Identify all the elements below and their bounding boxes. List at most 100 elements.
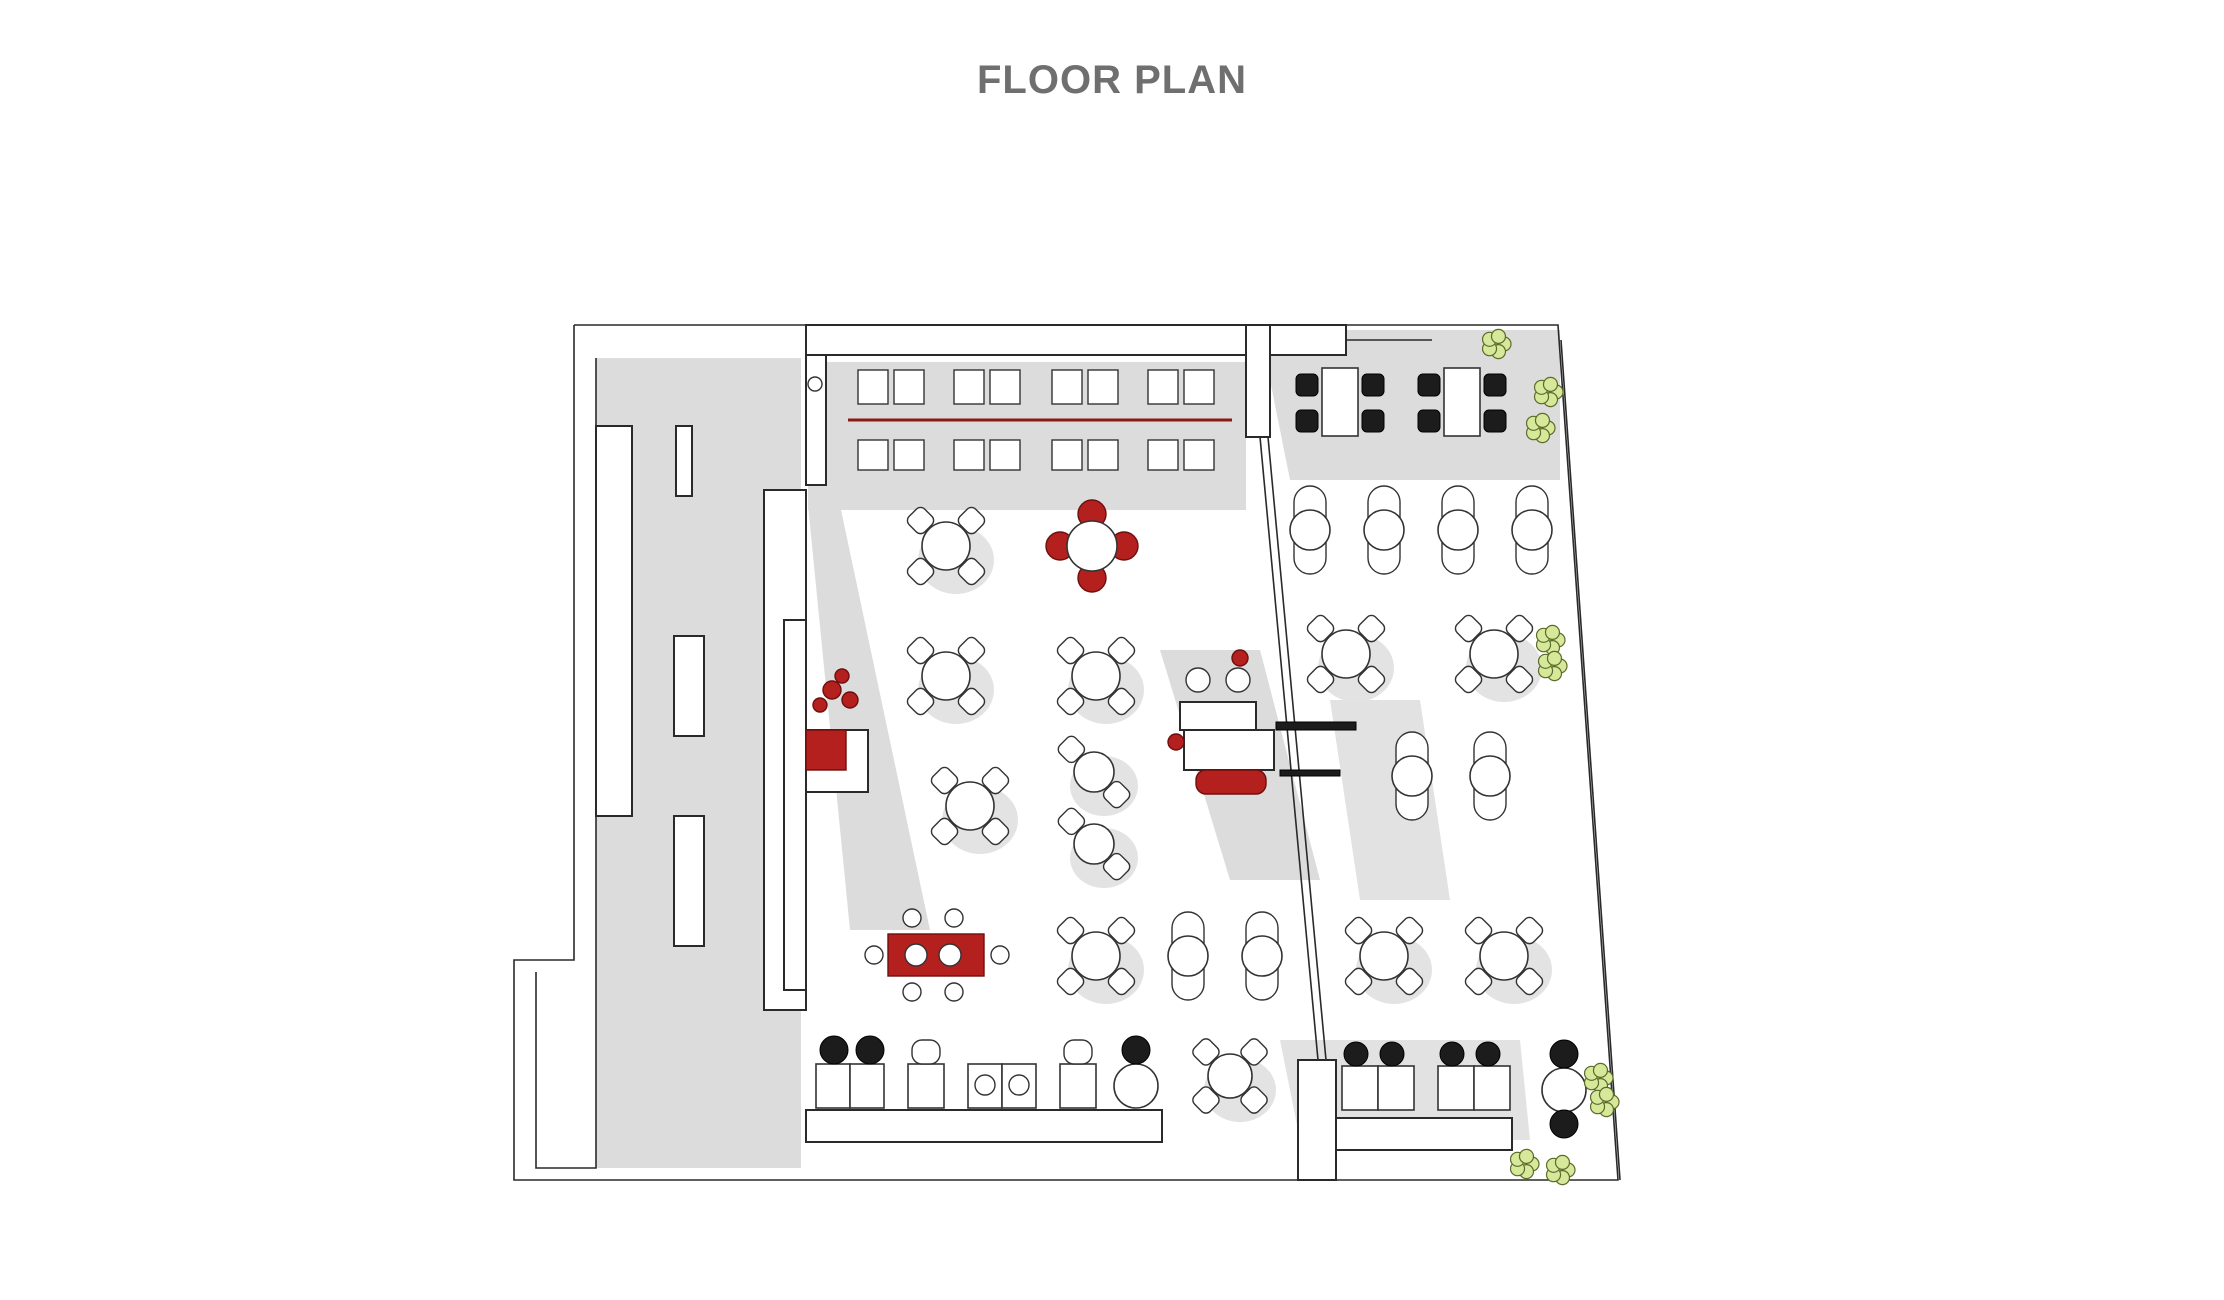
round-table-icon [1207,1053,1253,1099]
plate-icon [974,1074,996,1096]
two-seat-table-group [1241,911,1283,1001]
chair-icon [1344,967,1373,996]
sofa-booth-icon [1059,1063,1097,1109]
round-table-icon [1073,823,1115,865]
bottom-pillar [1297,1059,1337,1181]
chair-icon [957,687,986,716]
left-shelf [595,425,633,817]
chair-icon [1240,1038,1268,1066]
round-table-group [1057,807,1138,888]
chair-icon [1102,780,1131,809]
dark-chair-icon [1549,1039,1579,1069]
floor-shadow-1 [808,505,930,930]
bottom-bench-right [1335,1117,1513,1151]
right-room-tables [1289,485,1553,1004]
plant-icon [1537,650,1568,682]
plant-icon [1589,1086,1620,1118]
chair-icon [906,506,935,535]
page-title: FLOOR PLAN [977,58,1247,102]
sofa-booth-icon [1473,1065,1511,1111]
chair-icon [1147,439,1179,471]
chair-icon [957,636,986,665]
dark-chair-icon [1417,373,1441,397]
chair-icon [930,766,959,795]
chair-icon [1515,967,1544,996]
round-table-icon [1363,509,1405,551]
stool-icon [1185,667,1211,693]
round-table-group [930,766,1018,854]
top-right-dining [1295,367,1507,437]
plant-icon [1509,1148,1540,1180]
chair-icon [1344,916,1373,945]
round-table-icon [1071,931,1121,981]
chair-icon [953,369,985,405]
diagonal-partition-inner [1267,436,1327,1061]
plant-icon [1583,1062,1614,1094]
sofa-booth-icon [815,1063,851,1109]
stool-icon [1225,667,1251,693]
top-wall-segment [805,324,1271,356]
chair-icon [864,945,884,965]
two-seat-table-group [1437,485,1479,575]
chair-icon [906,636,935,665]
chair-icon [944,908,964,928]
sofa-booth-icon [1341,1065,1379,1111]
chair-icon [1395,916,1424,945]
plant-icon [822,680,842,700]
round-table-icon [1321,629,1371,679]
chair-icon [1051,439,1083,471]
two-seat-table-group [1469,731,1511,821]
inner-left-wall [535,358,597,1169]
round-table-group [1192,1038,1276,1122]
entry-pillar [805,354,827,486]
chair-icon [989,369,1021,405]
dark-chair-icon [855,1035,885,1065]
chair-icon [1057,807,1086,836]
round-table-group [1306,614,1394,702]
chair-icon [893,369,925,405]
dark-chair-icon [1475,1041,1501,1067]
chair-icon [944,982,964,1002]
two-seat-table-group [1289,485,1331,575]
plate-icon [938,943,962,967]
chair-icon [1464,916,1493,945]
chair-icon [957,506,986,535]
round-table-icon [1511,509,1553,551]
chair-icon [1056,636,1085,665]
chair-icon [1107,687,1136,716]
dark-chair-icon [1121,1035,1151,1065]
red-stool-icon [1167,733,1185,751]
round-table-group [1464,916,1552,1004]
chair-icon [902,982,922,1002]
chair-icon [906,687,935,716]
chair-icon [1051,369,1083,405]
plant-icon [1481,328,1512,360]
dark-chair-icon [819,1035,849,1065]
chair-icon [911,1039,941,1065]
chair-icon [1183,439,1215,471]
round-table-icon [1437,509,1479,551]
round-table-icon [1289,509,1331,551]
chair-icon [981,817,1010,846]
chair-icon [857,369,889,405]
plant-icon [812,697,828,713]
red-planter [805,668,869,793]
chair-icon [1087,369,1119,405]
plate-icon [904,943,928,967]
chair-icon [1454,614,1483,643]
round-table-icon [945,781,995,831]
chair-icon [1357,614,1386,643]
top-booth-row [848,369,1232,471]
round-table-icon [921,521,971,571]
sofa-booth-icon [1437,1065,1475,1111]
round-table-icon [1241,935,1283,977]
chair-icon [1107,636,1136,665]
plant-icon [841,691,859,709]
outer-wall [513,324,1619,1181]
round-table-group [1056,916,1144,1004]
round-table-group [1057,735,1138,816]
dark-chair-icon [1361,409,1385,433]
chair-icon [930,817,959,846]
dark-chair-icon [1361,373,1385,397]
